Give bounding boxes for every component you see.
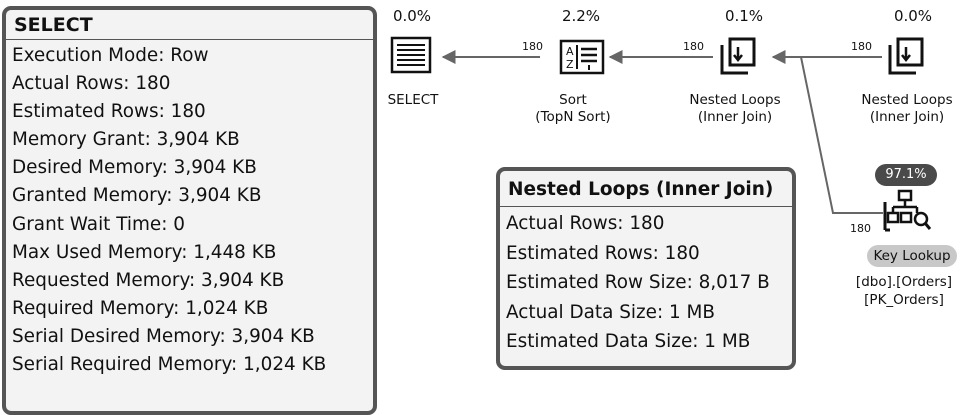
select-icon[interactable] [390, 36, 432, 74]
sort-cost-percent: 2.2% [561, 7, 601, 25]
tooltip-row: Requested Memory: 3,904 KB [12, 269, 285, 291]
svg-text:A: A [566, 45, 574, 58]
tooltip-row: Estimated Row Size: 8,017 B [506, 272, 770, 294]
nested-loops-1-rows-count: 180 [683, 40, 704, 53]
tooltip-row: Granted Memory: 3,904 KB [12, 185, 262, 207]
nested-loops-icon[interactable] [716, 35, 760, 79]
tooltip-title: Nested Loops (Inner Join) [500, 171, 792, 207]
tooltip-row: Estimated Rows: 180 [506, 242, 700, 264]
tooltip-row: Required Memory: 1,024 KB [12, 297, 269, 319]
nested-loops-properties-tooltip: Nested Loops (Inner Join) Actual Rows: 1… [496, 167, 796, 370]
select-label: SELECT [387, 92, 439, 108]
tooltip-row: Serial Desired Memory: 3,904 KB [12, 325, 315, 347]
key-lookup-table: [dbo].[Orders] [855, 274, 953, 290]
select-properties-tooltip: SELECT Execution Mode: Row Actual Rows: … [2, 6, 377, 415]
sort-label-line1: Sort [559, 92, 587, 108]
tooltip-row: Serial Required Memory: 1,024 KB [12, 354, 327, 376]
svg-text:Z: Z [566, 58, 574, 71]
tooltip-title: SELECT [6, 10, 373, 40]
key-lookup-icon[interactable] [879, 188, 935, 234]
sort-label-line2: (TopN Sort) [535, 109, 611, 125]
tooltip-row: Actual Data Size: 1 MB [506, 301, 716, 323]
key-lookup-rows-count: 180 [850, 222, 871, 235]
nested-loops-1-label-line1: Nested Loops [689, 92, 781, 108]
tooltip-row: Grant Wait Time: 0 [12, 213, 185, 235]
tooltip-row: Estimated Rows: 180 [12, 101, 206, 123]
select-cost-percent: 0.0% [392, 7, 432, 25]
nested-loops-1-label-line2: (Inner Join) [697, 109, 773, 125]
tooltip-row: Desired Memory: 3,904 KB [12, 157, 257, 179]
tooltip-row: Max Used Memory: 1,448 KB [12, 241, 277, 263]
key-lookup-index: [PK_Orders] [864, 292, 944, 308]
nested-loops-icon[interactable] [884, 35, 928, 79]
nested-loops-1-cost-percent: 0.1% [724, 7, 764, 25]
sort-rows-count: 180 [522, 40, 543, 53]
key-lookup-cost-badge: 97.1% [875, 164, 937, 186]
tooltip-row: Memory Grant: 3,904 KB [12, 129, 240, 151]
tooltip-row: Actual Rows: 180 [12, 73, 171, 95]
key-lookup-label: Key Lookup [867, 245, 957, 267]
tooltip-row: Actual Rows: 180 [506, 213, 665, 234]
tooltip-row: Execution Mode: Row [12, 45, 209, 66]
sort-icon[interactable]: A Z [559, 39, 605, 75]
nested-loops-2-label-line2: (Inner Join) [869, 109, 945, 125]
nested-loops-2-label-line1: Nested Loops [861, 92, 953, 108]
nested-loops-2-cost-percent: 0.0% [893, 7, 933, 25]
arrow-keylookup-to-nested1 [773, 56, 883, 214]
tooltip-row: Estimated Data Size: 1 MB [506, 331, 751, 353]
nested-loops-2-rows-count: 180 [851, 40, 872, 53]
